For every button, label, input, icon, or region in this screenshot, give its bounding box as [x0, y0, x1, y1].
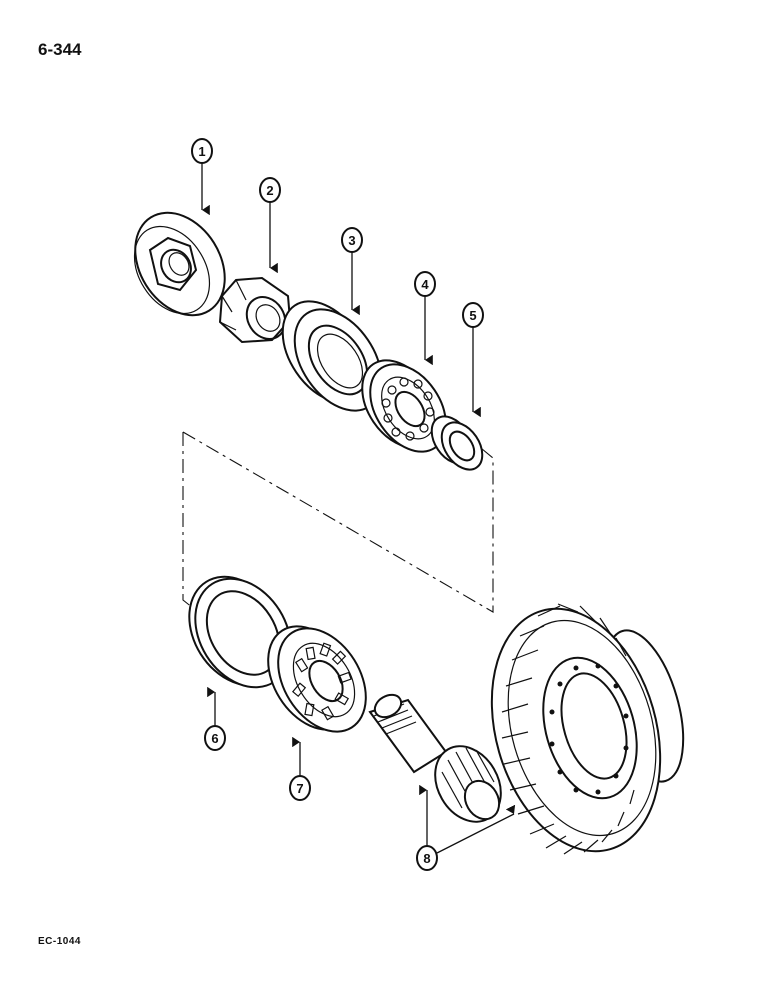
- part-3-seal: [281, 300, 383, 412]
- gear-teeth: [501, 603, 635, 855]
- callout-2: 2: [259, 177, 281, 274]
- callout-3: 3: [341, 227, 363, 316]
- svg-text:5: 5: [469, 308, 476, 323]
- callout-8: 8: [416, 784, 516, 871]
- part-1-washer: [133, 211, 226, 317]
- part-6-shim: [188, 575, 292, 689]
- callout-5: 5: [462, 302, 484, 418]
- page-number: 6-344: [38, 40, 82, 59]
- svg-text:3: 3: [348, 233, 355, 248]
- part-5-bushing: [430, 415, 484, 471]
- callout-4: 4: [414, 271, 436, 366]
- svg-text:6: 6: [211, 731, 218, 746]
- part-8-pinion-and-crown-gear: [368, 603, 685, 855]
- callout-6: 6: [204, 686, 226, 751]
- svg-text:4: 4: [421, 277, 429, 292]
- callout-7: 7: [289, 736, 311, 801]
- svg-text:2: 2: [266, 183, 273, 198]
- svg-text:7: 7: [296, 781, 303, 796]
- svg-text:1: 1: [198, 144, 205, 159]
- part-4-ball-bearing: [361, 359, 447, 453]
- svg-text:8: 8: [423, 851, 430, 866]
- callout-1: 1: [191, 138, 213, 216]
- part-7-roller-bearing: [267, 625, 367, 733]
- figure-code: EC-1044: [38, 936, 81, 947]
